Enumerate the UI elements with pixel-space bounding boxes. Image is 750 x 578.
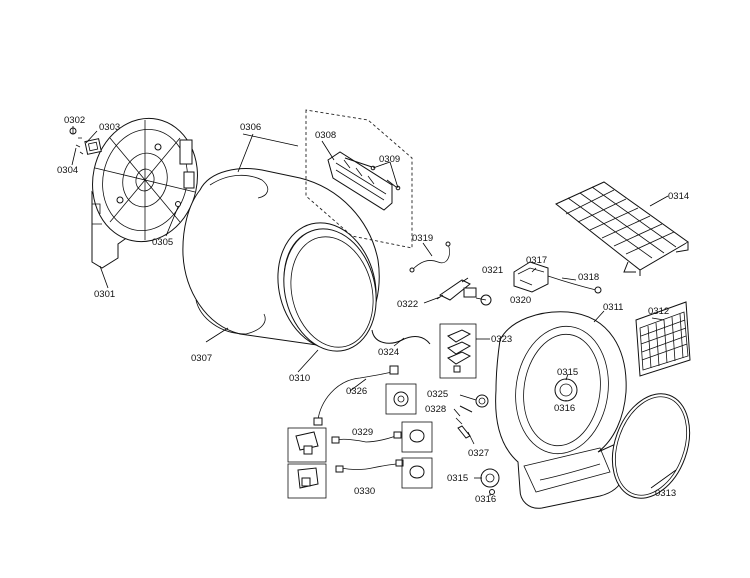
label-0304: 0304 bbox=[57, 165, 78, 176]
rear-bulkhead-drawing bbox=[91, 117, 198, 269]
sensor-kit-drawing bbox=[439, 323, 477, 379]
label-0301: 0301 bbox=[94, 289, 115, 300]
label-0329: 0329 bbox=[352, 427, 373, 438]
label-0311: 0311 bbox=[603, 302, 623, 313]
label-0323: 0323 bbox=[491, 334, 512, 345]
label-0314: 0314 bbox=[668, 191, 689, 202]
thermistor-parts-drawing bbox=[455, 394, 489, 439]
label-0330: 0330 bbox=[354, 486, 375, 497]
felt-seal-drawing bbox=[283, 228, 377, 352]
drive-belt-loop-drawing bbox=[195, 299, 266, 335]
label-0328: 0328 bbox=[425, 404, 446, 415]
label-0315-upper: 0315 bbox=[557, 367, 578, 378]
lint-filter-drawing bbox=[635, 301, 691, 377]
front-bulkhead-drawing bbox=[495, 311, 627, 509]
bearing-bits-drawing bbox=[69, 127, 181, 207]
label-0309: 0309 bbox=[379, 154, 400, 165]
label-0326: 0326 bbox=[346, 386, 367, 397]
heater-parts-drawing bbox=[287, 421, 433, 499]
label-0320: 0320 bbox=[510, 295, 531, 306]
label-0315-lower: 0315 bbox=[447, 473, 468, 484]
label-0319: 0319 bbox=[412, 233, 433, 244]
label-0310: 0310 bbox=[289, 373, 310, 384]
label-0306: 0306 bbox=[240, 122, 261, 133]
roller-parts-drawing bbox=[480, 468, 500, 495]
label-0308: 0308 bbox=[315, 130, 336, 141]
label-0318: 0318 bbox=[578, 272, 599, 283]
label-0302: 0302 bbox=[64, 115, 85, 126]
label-0305: 0305 bbox=[152, 237, 173, 248]
label-0307: 0307 bbox=[191, 353, 212, 364]
baffle-drawing bbox=[327, 151, 401, 211]
label-0324: 0324 bbox=[378, 347, 399, 358]
drying-rack-drawing bbox=[555, 181, 689, 276]
label-0316-upper: 0316 bbox=[554, 403, 575, 414]
label-0317: 0317 bbox=[526, 255, 547, 266]
label-0327: 0327 bbox=[468, 448, 489, 459]
part-labels: 0301 0302 0303 0304 0305 0306 0307 0308 … bbox=[57, 115, 689, 505]
label-0312: 0312 bbox=[648, 306, 669, 317]
thermostat-block-drawing bbox=[513, 261, 602, 294]
label-0325: 0325 bbox=[427, 389, 448, 400]
label-0316-lower: 0316 bbox=[475, 494, 496, 505]
label-0313: 0313 bbox=[655, 488, 676, 499]
leader-lines bbox=[71, 126, 677, 496]
wire-harness-drawing bbox=[371, 241, 492, 345]
label-0321: 0321 bbox=[482, 265, 503, 276]
wire-0326-drawing bbox=[313, 365, 417, 426]
drive-belt-drawing bbox=[611, 393, 691, 499]
label-0303: 0303 bbox=[99, 122, 120, 133]
label-0322: 0322 bbox=[397, 299, 418, 310]
